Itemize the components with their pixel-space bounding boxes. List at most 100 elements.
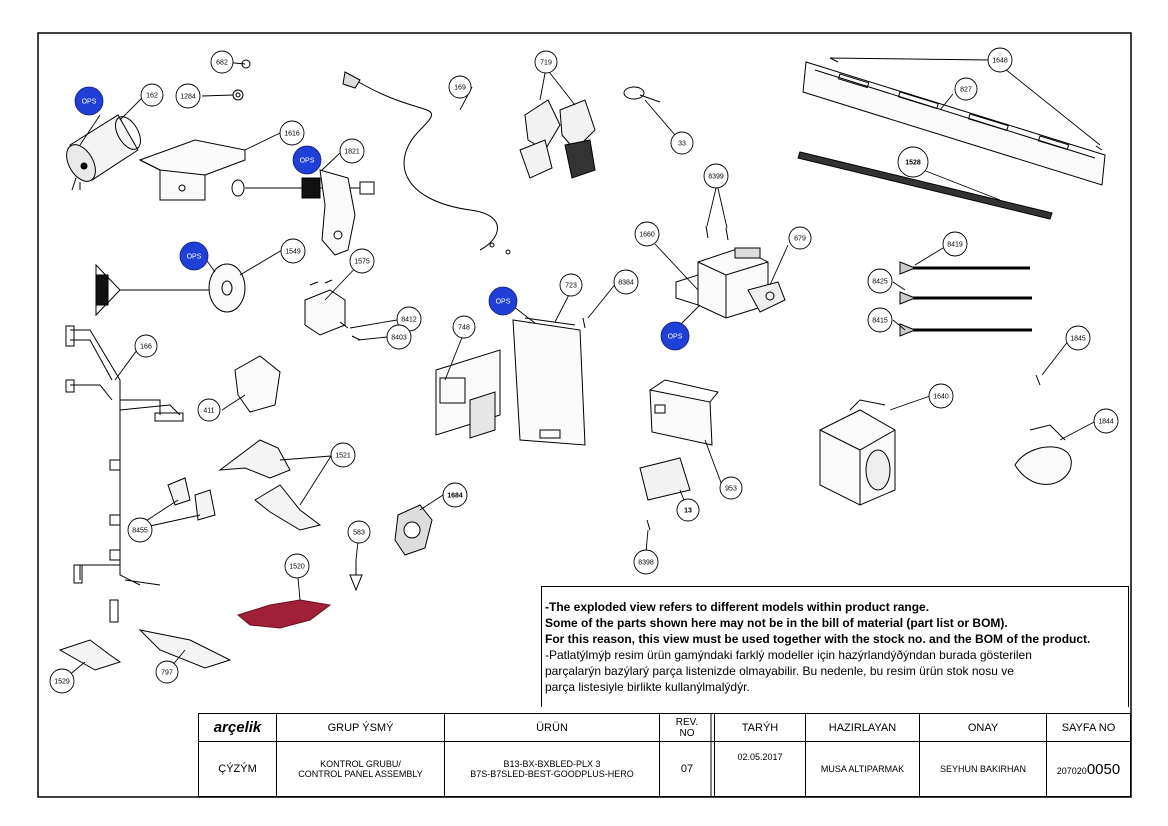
callout-bubble [339, 138, 365, 164]
callout-723: 723 [559, 273, 583, 297]
value-rev: 07 [659, 741, 715, 797]
callout-8398: 8398 [633, 549, 659, 575]
header-urun: ÜRÜN [444, 713, 660, 742]
sayfa-suffix: 0050 [1086, 760, 1121, 778]
value-urun-line1: B13-BX-BXBLED-PLX 3 [503, 759, 601, 769]
callout-bubble [676, 498, 700, 522]
part-shaft-1821 [231, 169, 375, 256]
part-clip-33 [623, 86, 661, 103]
callout-label: 8398 [638, 560, 654, 567]
callout-8415: 8415 [867, 307, 893, 333]
callout-bubble [140, 83, 164, 107]
callout-8384: 8384 [613, 269, 639, 295]
callout-label: 1575 [354, 259, 370, 266]
part-pump-1640 [819, 399, 896, 506]
callout-1648: 1648 [987, 47, 1013, 73]
title-block: arçelik GRUP ÝSMÝ ÜRÜN REV.NO TARÝH HAZI… [198, 713, 1131, 797]
callout-label: 583 [353, 530, 365, 537]
callout-1845: 1845 [1065, 325, 1091, 351]
callout-1844: 1844 [1093, 408, 1119, 434]
callout-label: 8415 [872, 318, 888, 325]
value-cizim: ÇÝZÝM [198, 741, 277, 797]
header-sayfa: SAYFA NO [1046, 713, 1131, 742]
callout-bubble [719, 476, 743, 500]
header-onay: ONAY [919, 713, 1047, 742]
note-line-5: parçalarýn bazýlarý parça listenizde olm… [545, 664, 1014, 678]
value-tarih: 02.05.2017 [714, 741, 806, 797]
callout-bubble [703, 163, 729, 189]
callout-label: 682 [216, 60, 228, 67]
ops-marker-board: OPS [488, 286, 518, 316]
callout-bubble [670, 131, 694, 155]
value-grup: KONTROL GRUBU/CONTROL PANEL ASSEMBLY [276, 741, 445, 797]
callout-label: 8399 [708, 174, 724, 181]
callout-label: 679 [794, 236, 806, 243]
callout-label: 1528 [905, 160, 921, 167]
header-rev: REV.NO [659, 713, 715, 742]
value-onay: SEYHUN BAKIRHAN [919, 741, 1047, 797]
callout-719: 719 [534, 50, 558, 74]
callout-label: 1549 [285, 249, 301, 256]
callout-bubble [788, 226, 812, 250]
callout-label: 13 [684, 508, 692, 515]
callout-33: 33 [670, 131, 694, 155]
callout-label: 1640 [933, 394, 949, 401]
callout-166: 166 [134, 334, 158, 358]
ops-label: OPS [496, 299, 511, 306]
callout-label: 8412 [401, 317, 417, 324]
part-red-1520 [236, 599, 332, 629]
callout-label: 166 [140, 344, 152, 351]
callout-bubble [867, 268, 893, 294]
callout-label: 797 [161, 670, 173, 677]
ops-marker-module: OPS [660, 321, 690, 351]
callout-label: 1845 [1070, 336, 1086, 343]
ops-label: OPS [668, 334, 683, 341]
callout-8419: 8419 [942, 231, 968, 257]
ops-label: OPS [187, 254, 202, 261]
callout-bubble [280, 238, 306, 264]
callout-bubble [279, 120, 305, 146]
header-rev-line2: NO [679, 727, 695, 739]
callout-bubble [448, 75, 472, 99]
callout-bubble [349, 248, 375, 274]
callout-679: 679 [788, 226, 812, 250]
callout-label: 719 [540, 60, 552, 67]
callout-bubble [867, 307, 893, 333]
callout-827: 827 [954, 77, 978, 101]
part-pcb-748 [435, 349, 501, 439]
callout-682: 682 [210, 50, 234, 74]
value-grup-line1: KONTROL GRUBU/ [320, 759, 401, 769]
part-rail-827 [802, 61, 1106, 186]
ops-marker-knob: OPS [179, 241, 209, 271]
note-line-4: -Patlatýlmýþ resim ürün gamýndaki farklý… [545, 648, 1032, 662]
callout-label: 8455 [132, 528, 148, 535]
callout-bubble [897, 146, 929, 178]
header-tarih: TARÝH [714, 713, 806, 742]
logo-text: arçelik [213, 719, 262, 736]
callout-group: 1626821284161618211697193382716481528839… [49, 47, 1119, 694]
callout-label: 8384 [618, 280, 634, 287]
callout-label: 723 [565, 283, 577, 290]
callout-label: 1648 [992, 58, 1008, 65]
callout-label: 8419 [947, 242, 963, 249]
callout-bubble [134, 334, 158, 358]
callout-8425: 8425 [867, 268, 893, 294]
callout-label: 1616 [284, 131, 300, 138]
callout-1684: 1684 [442, 482, 468, 508]
callout-1521: 1521 [330, 442, 356, 468]
value-urun-line2: B7S-B7SLED-BEST-GOODPLUS-HERO [470, 769, 634, 779]
disclaimer-note: -The exploded view refers to different m… [541, 586, 1129, 707]
callout-label: 1660 [639, 232, 655, 239]
callout-bubble [633, 549, 659, 575]
callout-8455: 8455 [127, 517, 153, 543]
callout-label: 1529 [54, 679, 70, 686]
note-line-3: For this reason, this view must be used … [545, 632, 1091, 646]
part-knob-1549 [95, 263, 246, 317]
ops-marker-shaft: OPS [292, 145, 322, 175]
brand-logo: arçelik [198, 713, 277, 742]
callout-bubble [987, 47, 1013, 73]
part-capacitor-162 [66, 114, 141, 191]
callout-bubble [634, 221, 660, 247]
callout-label: 1284 [180, 94, 196, 101]
